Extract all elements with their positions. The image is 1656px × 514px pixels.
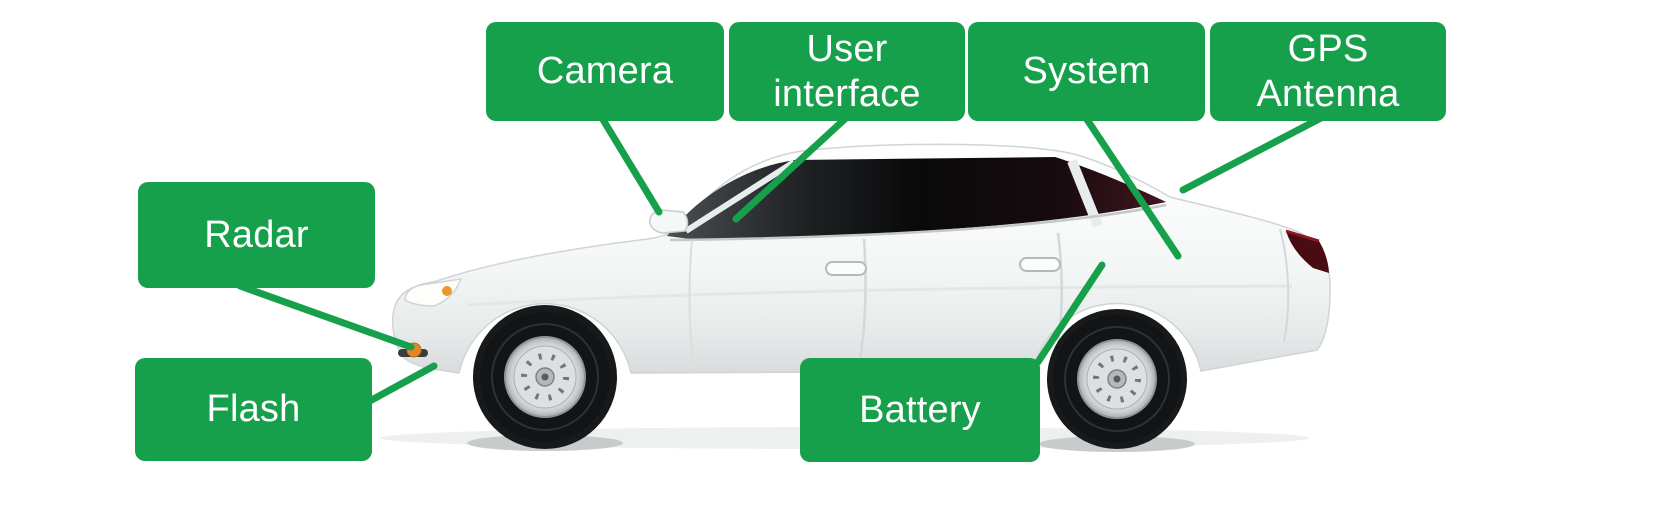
label-flash-text: Flash <box>206 388 301 431</box>
camera-connector-line <box>598 114 663 216</box>
car-illustration <box>380 143 1331 452</box>
system-connector-line <box>1082 114 1182 260</box>
a-pillar <box>684 159 796 234</box>
label-system: System <box>968 22 1205 121</box>
side-mirror <box>648 209 689 234</box>
flash-connector-line <box>364 362 438 406</box>
label-gps-antenna-line1: GPS <box>1287 28 1369 71</box>
label-gps-antenna-line2: Antenna <box>1256 72 1400 115</box>
belt-trim <box>669 203 1167 242</box>
user-interface-connector-line <box>732 114 850 223</box>
front-door-seam <box>688 239 695 372</box>
label-camera-text: Camera <box>536 50 674 93</box>
label-user-interface-line1: User <box>806 28 888 71</box>
radar-connector-line <box>236 282 415 351</box>
gps-antenna-connector-line <box>1179 114 1325 194</box>
door-handles <box>825 257 1061 276</box>
label-battery: Battery <box>800 358 1040 462</box>
label-camera: Camera <box>486 22 724 121</box>
body-crease-line <box>467 284 1293 307</box>
label-battery-text: Battery <box>859 388 981 431</box>
label-gps-antenna: GPS Antenna <box>1210 22 1446 121</box>
label-system-text: System <box>1022 50 1151 93</box>
label-radar-text: Radar <box>204 213 309 256</box>
label-user-interface: User interface <box>729 22 965 121</box>
taillight <box>1285 229 1329 273</box>
c-pillar <box>1067 159 1103 228</box>
rear-wheel <box>1047 309 1187 449</box>
label-flash: Flash <box>135 358 372 461</box>
front-wheel <box>473 305 617 449</box>
car-windows <box>667 157 1166 239</box>
trunk-seam <box>1279 228 1290 343</box>
battery-connector-line <box>1034 261 1106 366</box>
connector-lines <box>236 114 1325 406</box>
headlight <box>404 278 463 307</box>
mid-door-seam <box>856 238 867 371</box>
label-user-interface-line2: interface <box>773 72 921 115</box>
label-radar: Radar <box>138 182 375 288</box>
